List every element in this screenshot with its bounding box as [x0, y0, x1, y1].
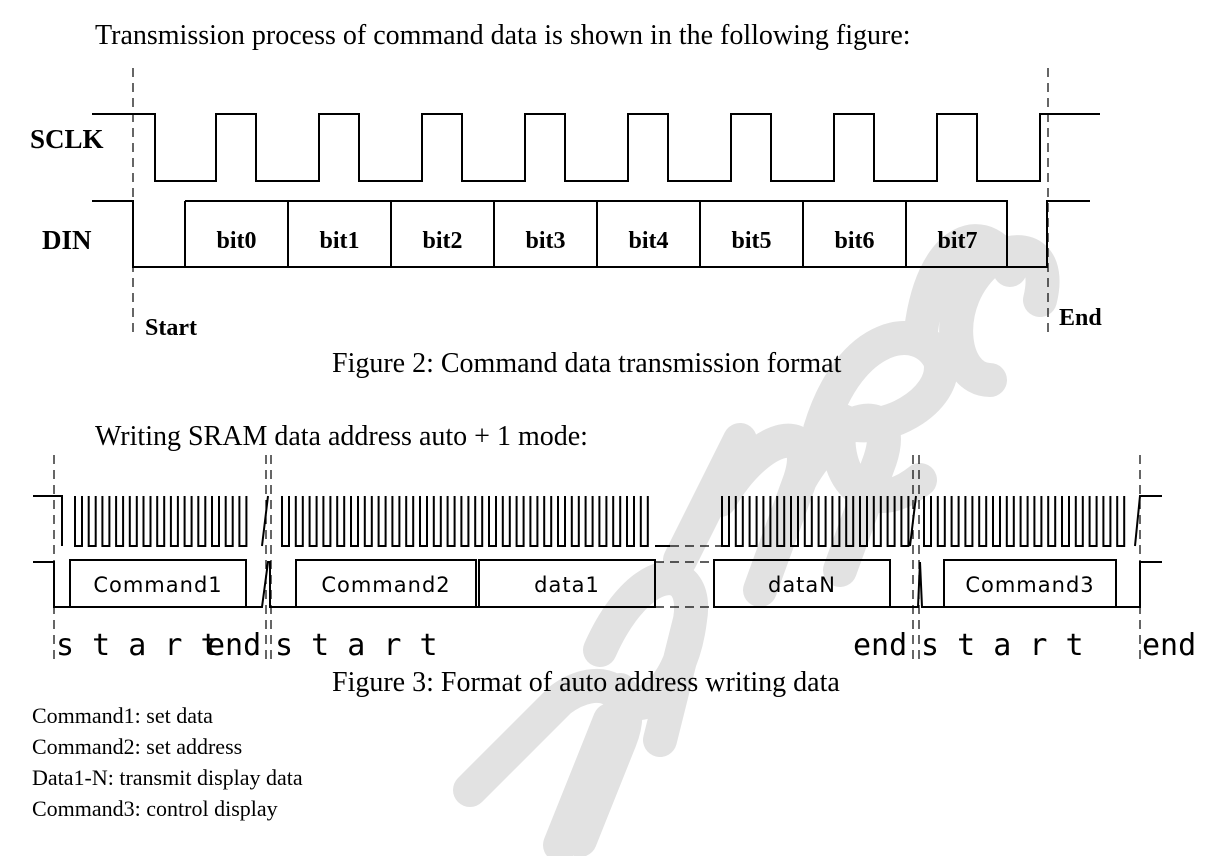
bit-label-6: bit6	[834, 228, 875, 254]
end-label: End	[1059, 305, 1102, 331]
figure2-caption: Figure 2: Command data transmission form…	[332, 348, 842, 379]
block-data1: data1	[534, 573, 600, 597]
marker-start-2: s t a r t	[275, 628, 438, 663]
din-waveform	[92, 200, 1090, 268]
marker-start-3: s t a r t	[921, 628, 1084, 663]
legend-item-command1: Command1: set data	[32, 703, 213, 728]
bit-label-4: bit4	[628, 228, 669, 254]
marker-end-1: end	[207, 628, 262, 663]
bit-label-3: bit3	[525, 228, 566, 254]
figure3-caption: Figure 3: Format of auto address writing…	[332, 667, 840, 698]
legend-item-command2: Command2: set address	[32, 734, 243, 759]
sclk-label: SCLK	[30, 124, 104, 154]
block-command2: Command2	[321, 573, 451, 597]
sclk-waveform	[92, 113, 1100, 182]
din-line-left	[33, 561, 655, 608]
marker-end-3: end	[1142, 628, 1197, 663]
din-label: DIN	[42, 225, 92, 255]
bit-label-1: bit1	[319, 228, 360, 254]
bit-label-2: bit2	[422, 228, 463, 254]
data-block-frame	[295, 559, 477, 608]
intro-text: Transmission process of command data is …	[95, 20, 911, 51]
data-block-frame	[69, 559, 247, 608]
start-label: Start	[145, 315, 197, 341]
din-bit-frame	[184, 200, 1008, 267]
block-command3: Command3	[965, 573, 1095, 597]
bit-label-0: bit0	[216, 228, 257, 254]
marker-end-2: end	[853, 628, 908, 663]
figure3-heading: Writing SRAM data address auto + 1 mode:	[95, 421, 588, 452]
legend-item-data: Data1-N: transmit display data	[32, 765, 303, 790]
sclk-burst-waveform	[33, 495, 1162, 547]
block-datan: dataN	[767, 573, 836, 597]
bit-label-7: bit7	[937, 228, 978, 254]
data-block-frame	[713, 559, 891, 608]
block-command1: Command1	[93, 573, 223, 597]
data-block-frame	[943, 559, 1117, 608]
bit-label-5: bit5	[731, 228, 772, 254]
legend-item-command3: Command3: control display	[32, 796, 278, 821]
data-block-frame	[478, 559, 656, 608]
marker-start-1: s t a r t	[56, 628, 219, 663]
